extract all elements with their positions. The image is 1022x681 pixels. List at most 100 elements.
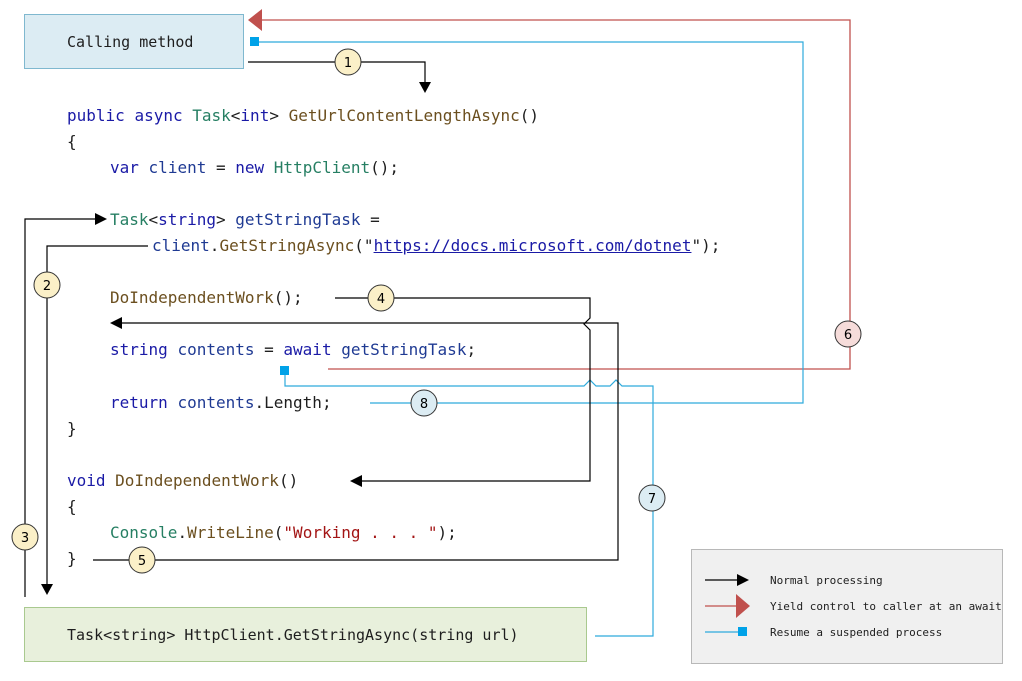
punct: } [67,419,77,438]
resume-marker-await [280,366,289,375]
kw-string: string [110,340,168,359]
punct: = [254,340,284,359]
badge-3: 3 [11,523,39,551]
var-getstringtask: getStringTask [235,210,361,229]
punct: () [519,106,540,125]
get-string-async-box: Task<string> HttpClient.GetStringAsync(s… [24,607,587,662]
yield-arrow-line [262,19,851,370]
punct: ); [437,523,457,542]
prop-length: Length [264,393,322,412]
punct: . [209,236,220,255]
punct: } [67,549,77,568]
badge-7: 7 [638,484,666,512]
svg-text:6: 6 [844,328,852,343]
kw-var: var [110,158,139,177]
legend-yield-label: Yield control to caller at an await [770,600,1002,613]
punct: = [360,210,380,229]
code-line-close-brace: } [67,419,77,439]
punct: < [230,106,241,125]
punct: . [177,523,188,542]
kw-return: return [110,393,168,412]
kw-int: int [240,106,270,125]
method-name: GetUrlContentLengthAsync [288,106,520,125]
punct: { [67,132,77,151]
code-line-void-signature: void DoIndependentWork() [67,471,298,491]
svg-text:3: 3 [21,531,29,546]
legend: Normal processing Yield control to calle… [691,549,1003,664]
method-writeline: WriteLine [187,523,274,542]
punct: ( [273,523,284,542]
svg-text:5: 5 [138,554,146,569]
var-contents: contents [177,340,255,359]
var-client: client [152,236,210,255]
badge-5: 5 [128,546,156,574]
punct: (); [273,288,303,307]
step1-arrowhead [419,82,431,93]
badge-2: 2 [33,271,61,299]
punct: ; [321,393,332,412]
type-httpclient: HttpClient [273,158,371,177]
resume-marker-calling [250,37,259,46]
svg-text:1: 1 [344,56,352,71]
method-getstringasync: GetStringAsync [219,236,355,255]
method-doindependentwork: DoIndependentWork [115,471,279,490]
var-getstringtask: getStringTask [341,340,467,359]
string-literal: "Working . . . " [283,523,438,542]
calling-method-box: Calling method [24,14,244,69]
svg-text:7: 7 [648,492,656,507]
code-line-doindependentwork-call: DoIndependentWork(); [110,288,303,308]
badge-8: 8 [410,389,438,417]
badge-1: 1 [334,48,362,76]
punct: < [148,210,159,229]
url-link[interactable]: https://docs.microsoft.com/dotnet [373,236,692,255]
badge-4: 4 [367,284,395,312]
step5-arrowhead [110,317,122,329]
punct: ; [466,340,477,359]
punct: > [215,210,226,229]
var-contents: contents [177,393,255,412]
kw-public: public [67,106,125,125]
legend-yield-arrowhead [736,594,750,618]
punct: > [269,106,279,125]
type-task: Task [192,106,231,125]
code-line-client: var client = new HttpClient(); [110,158,399,178]
legend-resume-marker [738,627,747,636]
code-line-open-brace: { [67,132,77,152]
code-line-return: return contents.Length; [110,393,332,413]
kw-new: new [235,158,265,177]
kw-async: async [134,106,183,125]
punct: (" [354,236,374,255]
legend-normal-arrowhead [737,574,749,586]
code-line-open-brace-2: { [67,497,77,517]
step2-arrowhead [41,584,53,595]
code-line-close-brace-2: } [67,549,77,569]
svg-text:8: 8 [420,397,428,412]
punct: "); [691,236,721,255]
punct: = [206,158,236,177]
var-client: client [148,158,207,177]
resume-line-7 [284,372,654,637]
method-doindependentwork: DoIndependentWork [110,288,274,307]
badge-6: 6 [834,320,862,348]
step3-arrowhead [95,213,107,225]
kw-void: void [67,471,106,490]
legend-swatches [705,574,750,636]
calling-method-label: Calling method [67,32,194,51]
punct: { [67,497,77,516]
yield-arrowhead [248,9,262,31]
svg-text:2: 2 [43,279,51,294]
step4-line [335,297,591,482]
type-task: Task [110,210,149,229]
legend-normal-label: Normal processing [770,574,883,587]
punct: () [278,471,299,490]
resume-line-8 [256,41,804,404]
kw-string: string [158,210,216,229]
code-line-getstringasync: client.GetStringAsync("https://docs.micr… [152,236,720,256]
step2-line [46,245,148,585]
get-string-async-label: Task<string> HttpClient.GetStringAsync(s… [67,625,519,644]
code-line-await: string contents = await getStringTask; [110,340,476,360]
step5-line [93,322,619,561]
code-line-getstringtask: Task<string> getStringTask = [110,210,380,230]
code-line-writeline: Console.WriteLine("Working . . . "); [110,523,457,543]
